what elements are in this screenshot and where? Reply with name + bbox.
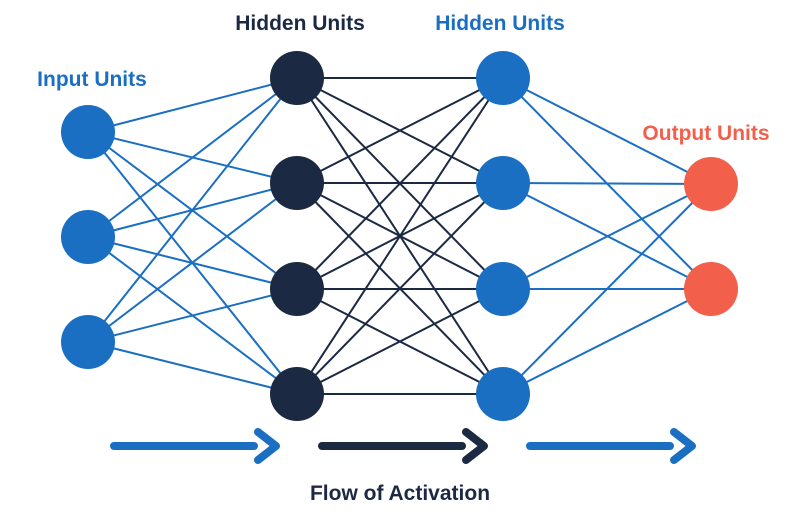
input-unit-2 bbox=[61, 210, 115, 264]
edge-input-3-to-hidden1-3 bbox=[87, 288, 298, 343]
hidden1-unit-3 bbox=[270, 262, 324, 316]
edge-input-2-to-hidden1-1 bbox=[87, 77, 298, 238]
hidden2-unit-4 bbox=[476, 367, 530, 421]
edge-hidden1-4-to-hidden2-2 bbox=[296, 182, 504, 395]
hidden1-unit-2 bbox=[270, 156, 324, 210]
hidden-units-label-1: Hidden Units bbox=[235, 12, 365, 35]
hidden2-unit-1 bbox=[476, 51, 530, 105]
edge-hidden2-2-to-output-1 bbox=[502, 182, 712, 185]
edge-input-3-to-hidden1-1 bbox=[87, 77, 298, 343]
output-unit-2 bbox=[684, 262, 738, 316]
hidden-units-label-2: Hidden Units bbox=[435, 12, 565, 35]
edge-hidden1-2-to-hidden2-1 bbox=[296, 77, 504, 184]
edge-hidden2-1-to-output-1 bbox=[502, 77, 712, 185]
hidden1-unit-1 bbox=[270, 51, 324, 105]
flow-of-activation-caption: Flow of Activation bbox=[310, 482, 490, 505]
input-units-label: Input Units bbox=[37, 68, 147, 91]
edge-hidden2-4-to-output-2 bbox=[502, 288, 712, 395]
output-units-label: Output Units bbox=[642, 122, 769, 145]
hidden1-unit-4 bbox=[270, 367, 324, 421]
input-unit-1 bbox=[61, 105, 115, 159]
hidden2-unit-2 bbox=[476, 156, 530, 210]
edge-hidden1-4-to-hidden2-1 bbox=[296, 77, 504, 395]
hidden2-unit-3 bbox=[476, 262, 530, 316]
edge-hidden2-4-to-output-1 bbox=[502, 183, 712, 395]
network-units bbox=[61, 51, 738, 421]
edge-input-1-to-hidden1-1 bbox=[87, 77, 298, 133]
flow-arrows bbox=[110, 428, 696, 464]
edge-hidden2-3-to-output-1 bbox=[502, 183, 712, 290]
input-unit-3 bbox=[61, 315, 115, 369]
connection-lines bbox=[87, 77, 712, 395]
edge-input-3-to-hidden1-4 bbox=[87, 341, 298, 395]
flow-arrow-2 bbox=[318, 428, 488, 464]
output-unit-1 bbox=[684, 157, 738, 211]
flow-arrow-1 bbox=[110, 428, 280, 464]
flow-arrow-3 bbox=[526, 428, 696, 464]
edge-input-3-to-hidden1-2 bbox=[87, 182, 298, 343]
edge-hidden1-3-to-hidden2-1 bbox=[296, 77, 504, 290]
edge-hidden1-4-to-hidden2-3 bbox=[296, 288, 504, 395]
